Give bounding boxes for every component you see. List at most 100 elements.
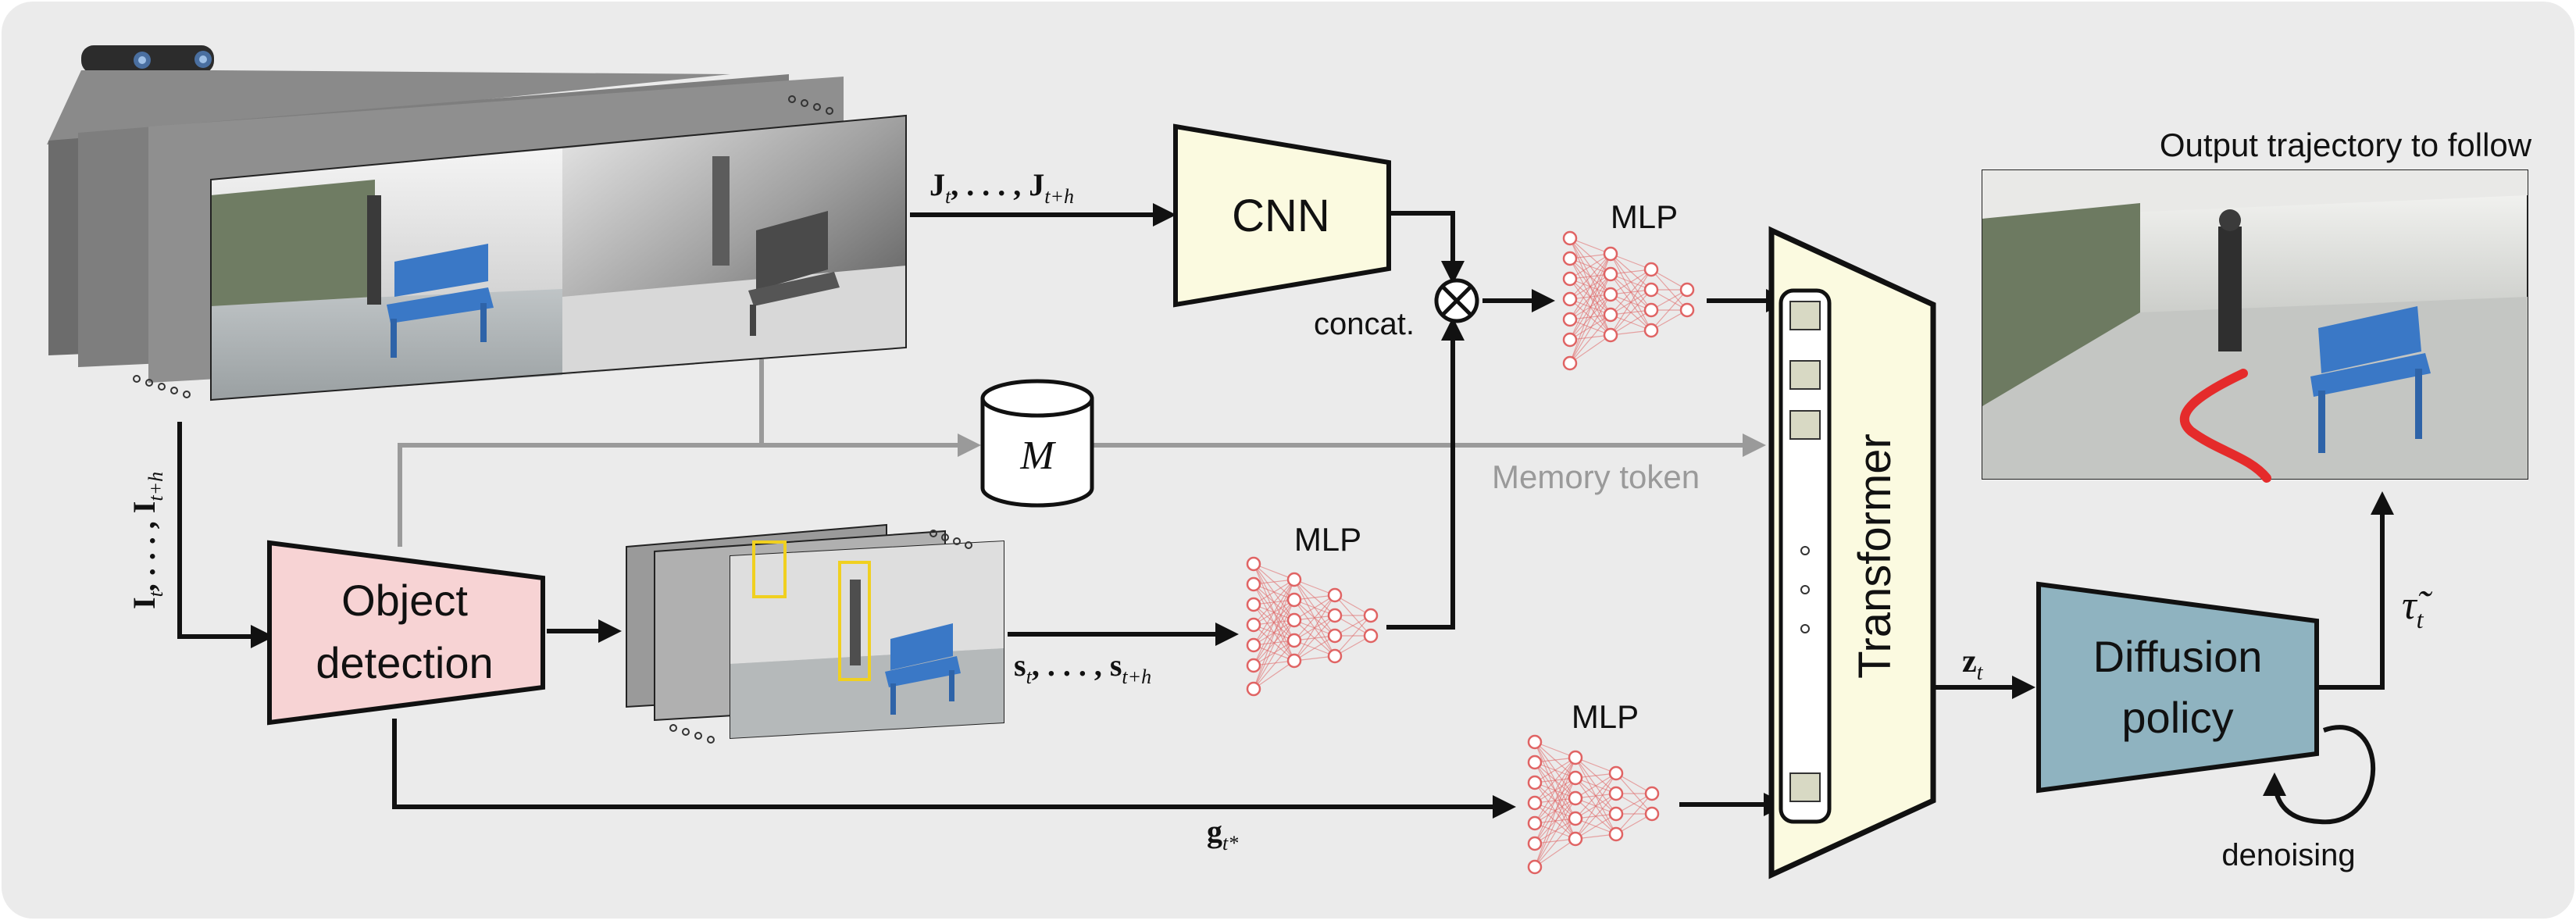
mlp-edge [1569,253,1611,320]
goal-label: gt* [1207,814,1238,854]
mlp-node [1603,327,1618,343]
mlp-edge [1610,289,1652,336]
mlp-node [1643,302,1659,318]
mlp-edge [1253,599,1295,666]
mlp-node [1643,262,1659,277]
mlp-edge [1534,757,1576,844]
mlp-node [1603,246,1618,262]
bench-icon [394,244,488,297]
mlp-node [1527,734,1543,750]
mlp-node [1527,795,1543,811]
mlp-edge [1534,797,1576,844]
sequence-dots-mid [669,530,972,744]
mlp-edge [1293,579,1336,596]
mlp-edge [1569,273,1611,364]
mlp-node [1562,271,1578,287]
mlp-edge [1293,594,1336,641]
mlp-node [1286,633,1302,648]
arrow-mlp-mid-to-concat [1386,317,1465,630]
mlp-node [1562,230,1578,246]
mlp-edge [1534,757,1576,824]
mlp-node [1286,612,1302,628]
mlp-edge [1334,615,1372,657]
loop-arrow-icon [2263,725,2376,825]
mlp-node [1363,628,1379,644]
mlp-node [1527,836,1543,851]
mlp-node [1527,775,1543,790]
object-detection-block [267,540,545,726]
mlp-node [1568,831,1583,847]
mlp-edge [1534,757,1576,804]
mlp-node [1679,302,1695,318]
denoising-label: denoising [2221,838,2355,872]
mlp-edge [1615,793,1653,835]
mlp-edge [1575,772,1617,819]
mlp-edge [1610,253,1652,270]
memory-token-label: Memory token [1492,458,1700,495]
mlp-edge [1569,237,1611,255]
mlp-node [1562,312,1578,327]
mlp-edge [1534,818,1576,844]
mlp-node [1246,576,1261,592]
mlp-edge [1253,579,1295,626]
mlp-node [1568,750,1583,765]
stereo-camera-icon [81,45,214,73]
token-cell [1789,360,1821,390]
mlp-edge [1534,741,1576,758]
mlp-node [1608,765,1624,781]
mlp-node [1363,608,1379,623]
mlp-node [1603,266,1618,282]
arrow-diffusion-to-output [2317,491,2394,690]
mlp-node [1527,815,1543,831]
mlp-network-bottom [1527,734,1660,875]
mlp-node [1643,323,1659,338]
mlp-node [1327,608,1343,623]
mlp-edge [1293,594,1336,662]
diffusion-label-line2: policy [2121,693,2233,742]
mlp-node [1327,587,1343,603]
output-trajectory-image [1982,169,2528,483]
mlp-node [1608,826,1624,842]
arrow-images-to-detector [177,422,274,648]
mlp-node [1644,806,1660,822]
mlp-edge [1575,813,1617,840]
token-cell [1789,772,1821,802]
memory-symbol: M [1019,433,1056,478]
mlp-edge [1610,269,1652,316]
mlp-node [1246,597,1261,612]
mlp-edge [1610,309,1652,336]
latent-label: zt [1962,644,1984,685]
mlp-edge [1534,797,1576,868]
mlp-edge [1569,334,1611,364]
mlp-mid-label: MLP [1294,521,1361,558]
circle-times-icon [1434,278,1479,323]
cnn-block [1173,123,1391,308]
output-title: Output trajectory to follow [2160,127,2532,163]
mlp-node [1568,790,1583,806]
mlp-node [1608,786,1624,801]
mlp-edge [1575,757,1617,774]
mlp-edge [1293,615,1336,662]
mlp-node [1246,556,1261,572]
mlp-node [1246,617,1261,633]
depth-sequence-label: Jt, . . . , Jt+h [929,167,1074,208]
rgb-depth-frame-stack [48,74,907,401]
mlp-node [1246,637,1261,653]
mlp-edge [1534,777,1576,868]
mlp-node [1527,859,1543,875]
mlp-node [1327,628,1343,644]
predicted-trajectory [2179,369,2271,483]
mlp-node [1644,786,1660,801]
token-ellipsis [1800,546,1810,633]
mlp-edge [1534,757,1576,783]
mlp-node [1527,755,1543,770]
mlp-edge [1569,294,1611,341]
sequence-dots-top [133,95,833,398]
mlp-node [1562,332,1578,348]
mlp-node [1603,287,1618,302]
mlp-edge [1569,253,1611,280]
bounding-box [838,561,871,681]
mlp-edge [1293,635,1336,662]
token-cell [1789,410,1821,440]
mlp-edge [1253,640,1295,666]
